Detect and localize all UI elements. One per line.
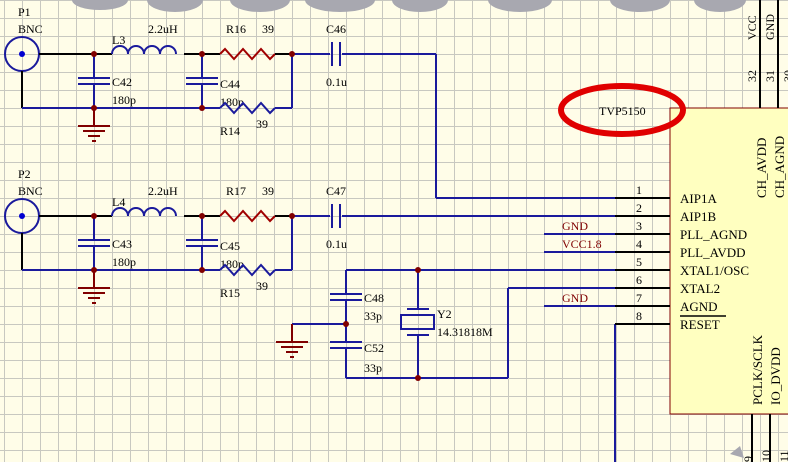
l3-value: 2.2uH [148, 22, 178, 36]
net-label: GND [763, 14, 777, 40]
c43-ref: C43 [112, 237, 132, 251]
tvp5150-chip[interactable] [669, 107, 788, 415]
highlight-ellipse [558, 83, 686, 137]
pin-number: 4 [636, 237, 642, 251]
c47-ref: C47 [326, 184, 346, 198]
pin-name: CH_AVDD [754, 138, 769, 198]
r15-value: 39 [256, 279, 268, 293]
bnc-connector-p1[interactable] [4, 36, 40, 72]
pin-number: 8 [636, 309, 642, 323]
r14-ref: R14 [220, 124, 240, 138]
c48-value: 33p [364, 309, 382, 323]
pin-name: PCLK/SCLK [750, 334, 765, 405]
y2-ref: Y2 [437, 307, 452, 321]
junction-dots [91, 213, 295, 273]
pin-name: IO_DVDD [768, 347, 783, 405]
chip-top-pins: 32 VCC CH_AVDD 31 GND CH_AGND 30 [745, 14, 788, 198]
stage2-input-filter: P2 BNC L4 2.2uH R17 39 C43 180p C45 180p [4, 167, 615, 304]
junction-dots [91, 51, 295, 111]
junction-dots [343, 267, 421, 381]
p1-value: BNC [18, 22, 43, 36]
net-label: GND [562, 291, 588, 305]
p2-value: BNC [18, 184, 43, 198]
c52-ref: C52 [364, 341, 384, 355]
ground-symbol [78, 108, 110, 142]
c46-ref: C46 [326, 22, 346, 36]
pin-number: 9 [741, 456, 755, 462]
pin-name: RESET [680, 317, 720, 332]
pin-name: PLL_AVDD [680, 245, 746, 260]
l4-value: 2.2uH [148, 184, 178, 198]
pin-number: 1 [636, 183, 642, 197]
pin-number: 2 [636, 201, 642, 215]
c44-ref: C44 [220, 77, 240, 91]
pin-name: AIP1B [680, 209, 716, 224]
pin-name: PLL_AGND [680, 227, 747, 242]
r15-ref: R15 [220, 286, 240, 300]
inductor-l4[interactable] [111, 207, 177, 217]
pin-number: 32 [745, 70, 759, 82]
y2-value: 14.31818M [437, 325, 493, 339]
pin-number: 30 [781, 70, 788, 82]
pin-name: XTAL1/OSC [680, 263, 749, 278]
resistor-r14[interactable] [219, 101, 276, 115]
resistor-r15[interactable] [219, 263, 276, 277]
c42-value: 180p [112, 93, 136, 107]
stage1-input-filter: P1 BNC L3 2.2uH R16 39 C42 180p [4, 5, 615, 199]
pin-name: CH_AGND [772, 136, 787, 198]
crystal-y2[interactable] [400, 314, 435, 330]
resistor-r17[interactable] [219, 209, 276, 223]
crystal-oscillator: C48 33p C52 33p Y2 14.31818M [276, 267, 615, 381]
r16-ref: R16 [226, 22, 246, 36]
ground-symbol [276, 324, 308, 358]
resistor-r16[interactable] [219, 47, 276, 61]
c42-ref: C42 [112, 75, 132, 89]
ground-symbol [78, 270, 110, 304]
chip-bottom-pins: 9 PCLK/SCLK 10 IO_DVDD 11 [741, 334, 788, 462]
r17-value: 39 [262, 184, 274, 198]
pin-number: 11 [777, 450, 788, 462]
pin-name: AIP1A [680, 191, 717, 206]
c45-ref: C45 [220, 239, 240, 253]
pin-number: 3 [636, 219, 642, 233]
chip-name-label: TVP5150 [599, 104, 646, 118]
p1-ref: P1 [18, 5, 31, 19]
bnc-connector-p2[interactable] [4, 198, 40, 234]
c47-value: 0.1u [326, 237, 347, 251]
p2-ref: P2 [18, 167, 31, 181]
r16-value: 39 [262, 22, 274, 36]
pin-number: 6 [636, 273, 642, 287]
cursor-icon [730, 446, 744, 458]
c48-ref: C48 [364, 291, 384, 305]
r14-value: 39 [256, 117, 268, 131]
pin-name: XTAL2 [680, 281, 720, 296]
l4-ref: L4 [112, 195, 125, 209]
pin-number: 7 [636, 291, 642, 305]
watermark [72, 0, 746, 12]
c46-value: 0.1u [326, 75, 347, 89]
net-label: VCC [745, 15, 759, 40]
net-label: VCC1.8 [562, 237, 602, 251]
pin-number: 5 [636, 255, 642, 269]
pin-number: 10 [759, 450, 773, 462]
c43-value: 180p [112, 255, 136, 269]
r17-ref: R17 [226, 184, 246, 198]
l3-ref: L3 [112, 33, 125, 47]
c52-value: 33p [364, 361, 382, 375]
net-label: GND [562, 219, 588, 233]
pin-number: 31 [763, 70, 777, 82]
pin-name: AGND [680, 299, 718, 314]
inductor-l3[interactable] [111, 45, 177, 55]
